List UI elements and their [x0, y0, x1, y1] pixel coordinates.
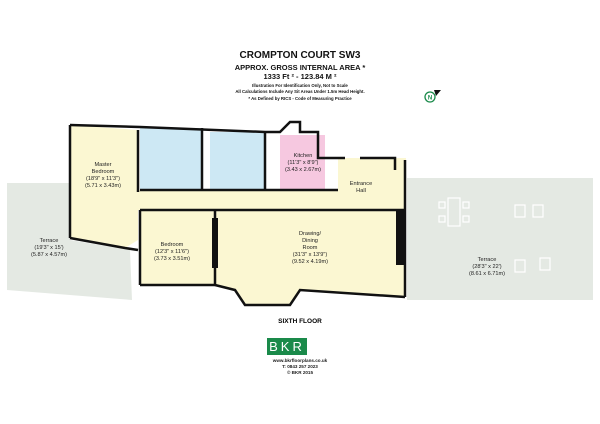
calculation-note: All Calculations Include Any Sit Areas U…	[235, 89, 365, 94]
bedroom-area	[140, 210, 215, 285]
terrace-right	[407, 178, 593, 300]
area-value: 1333 Ft ² - 123.84 M ²	[263, 72, 337, 81]
svg-text:Bedroom: Bedroom	[92, 169, 115, 175]
svg-text:(12'3" x 11'6"): (12'3" x 11'6")	[155, 249, 189, 255]
svg-text:N: N	[428, 96, 432, 102]
drawing-room-area	[215, 210, 405, 305]
svg-text:Bedroom: Bedroom	[161, 242, 184, 248]
svg-text:Drawing/: Drawing/	[299, 231, 322, 237]
svg-text:Kitchen: Kitchen	[294, 153, 313, 159]
terrace-furniture	[438, 197, 551, 273]
svg-text:(9.52 x 4.19m): (9.52 x 4.19m)	[292, 259, 328, 265]
svg-text:(8.61 x 6.71m): (8.61 x 6.71m)	[469, 271, 505, 277]
property-title: CROMPTON COURT SW3	[239, 50, 361, 61]
svg-text:Terrace: Terrace	[40, 238, 59, 244]
master-bedroom-area	[70, 125, 138, 248]
svg-text:Hall: Hall	[356, 188, 366, 194]
svg-text:Master: Master	[94, 162, 111, 168]
label-entrance-hall: Entrance Hall	[350, 181, 372, 194]
area-label: APPROX. GROSS INTERNAL AREA *	[234, 63, 366, 72]
fireplace-wall	[212, 218, 218, 268]
svg-text:(31'3" x 13'9"): (31'3" x 13'9")	[293, 252, 328, 258]
svg-text:(3.73 x 3.51m): (3.73 x 3.51m)	[154, 256, 190, 262]
terrace-left	[7, 183, 132, 300]
bathroom-1	[140, 128, 202, 190]
telephone: T: 0843 257 2023	[282, 364, 318, 369]
walls	[68, 120, 407, 307]
compass-icon: N	[424, 90, 441, 103]
floor-label: SIXTH FLOOR	[278, 318, 322, 325]
svg-text:(18'9" x 11'3"): (18'9" x 11'3")	[86, 176, 120, 182]
corridor	[138, 190, 406, 210]
svg-text:Room: Room	[303, 245, 318, 251]
label-drawing-room: Drawing/ Dining Room (31'3" x 13'9") (9.…	[292, 231, 328, 265]
svg-text:(11'3" x 8'9"): (11'3" x 8'9")	[288, 160, 319, 166]
svg-text:(5.87 x 4.57m): (5.87 x 4.57m)	[31, 252, 67, 258]
rics-note: * As Defined by RICS - Code of Measuring…	[248, 96, 352, 101]
svg-text:(5.71 x 3.43m): (5.71 x 3.43m)	[85, 183, 121, 189]
svg-text:(3.43 x 2.67m): (3.43 x 2.67m)	[285, 167, 321, 173]
label-terrace-left: Terrace (19'3" x 15') (5.87 x 4.57m)	[31, 238, 67, 258]
svg-text:Terrace: Terrace	[478, 257, 497, 263]
bkr-logo: BKR	[267, 338, 307, 355]
chimney-breast	[396, 210, 406, 265]
disclaimer-note: Illustration For Identification Only, No…	[252, 83, 348, 88]
svg-text:Entrance: Entrance	[350, 181, 372, 187]
copyright: © BKR 2015	[286, 370, 314, 375]
label-bedroom: Bedroom (12'3" x 11'6") (3.73 x 3.51m)	[154, 242, 190, 262]
label-kitchen: Kitchen (11'3" x 8'9") (3.43 x 2.67m)	[285, 153, 321, 173]
bathroom-2	[210, 132, 265, 190]
website-link[interactable]: www.bkrfloorplans.co.uk	[272, 358, 328, 363]
svg-text:(28'3" x 22'): (28'3" x 22')	[472, 264, 501, 270]
svg-text:(19'3" x 15'): (19'3" x 15')	[34, 245, 63, 251]
label-master-bedroom: Master Bedroom (18'9" x 11'3") (5.71 x 3…	[85, 162, 121, 189]
label-terrace-right: Terrace (28'3" x 22') (8.61 x 6.71m)	[469, 257, 505, 277]
svg-text:Dining: Dining	[302, 238, 318, 244]
